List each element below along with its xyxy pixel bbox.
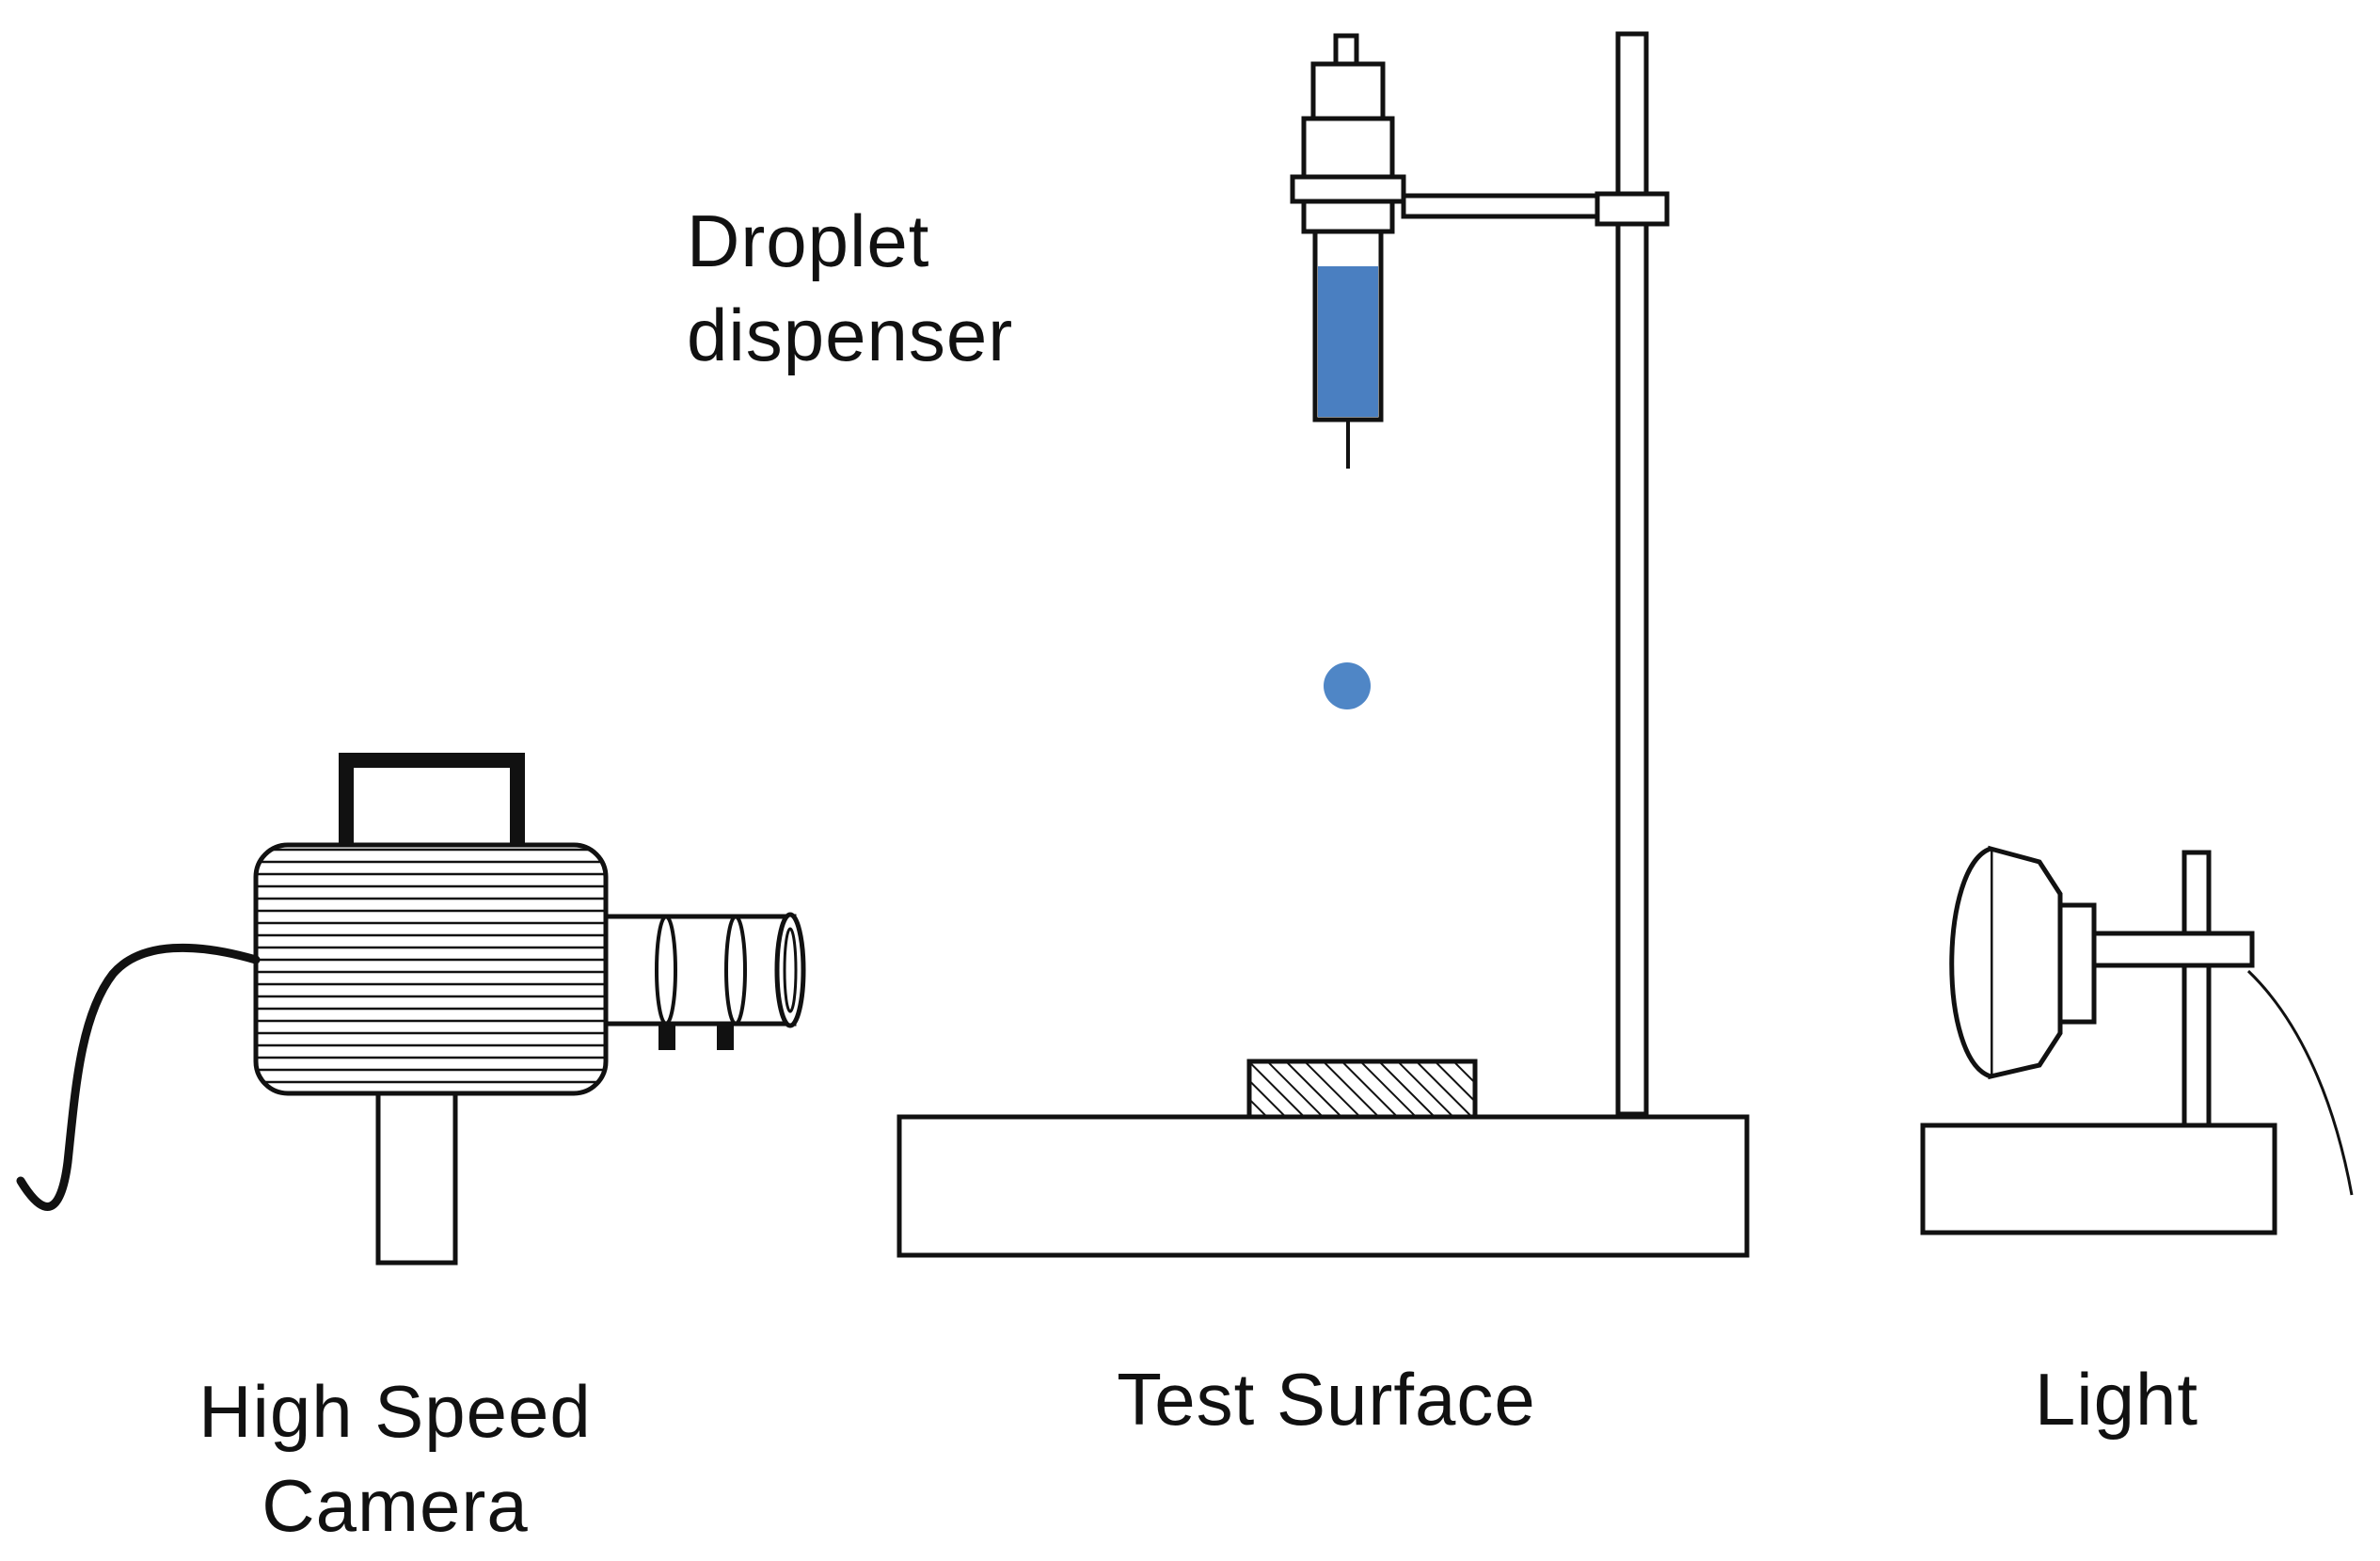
droplet-dispenser-label-line1: Droplet — [687, 199, 930, 282]
test-surface-sample-icon — [1246, 1059, 1478, 1120]
test-surface-label: Test Surface — [1117, 1358, 1536, 1441]
high-speed-camera-label-line2: Camera — [262, 1464, 529, 1547]
droplet-dispenser-label-line2: dispenser — [687, 294, 1014, 376]
lamp-icon — [1920, 845, 2354, 1235]
syringe-fluid — [1318, 266, 1378, 417]
droplet — [1324, 662, 1371, 709]
droplet-dispenser-label: Droplet dispenser — [687, 194, 1101, 382]
base-platform — [896, 1114, 1750, 1258]
light-label: Light — [2034, 1358, 2199, 1441]
syringe-dispenser-icon — [1290, 33, 1406, 469]
high-speed-camera-label: High Speed Camera — [94, 1364, 696, 1553]
high-speed-camera-icon — [16, 753, 806, 1266]
retort-stand-icon — [1401, 31, 1670, 1117]
high-speed-camera-label-line1: High Speed — [198, 1370, 592, 1453]
